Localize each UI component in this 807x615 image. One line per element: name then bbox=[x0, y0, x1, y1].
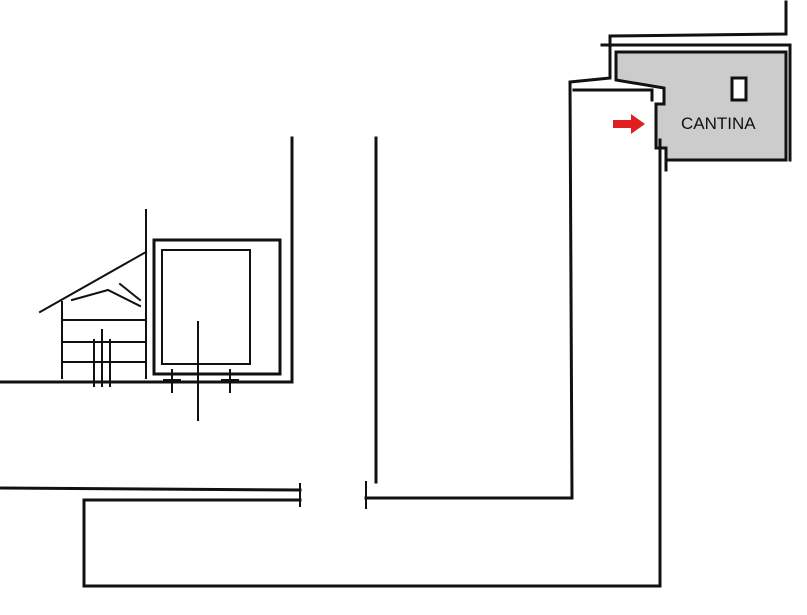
cantina-label: CANTINA bbox=[681, 114, 756, 133]
window-icon bbox=[730, 76, 748, 102]
cantina-room-fill bbox=[614, 50, 788, 162]
right-arrow-icon bbox=[613, 114, 645, 134]
cantina-room: CANTINA bbox=[613, 50, 788, 162]
plan-walls bbox=[0, 0, 792, 588]
